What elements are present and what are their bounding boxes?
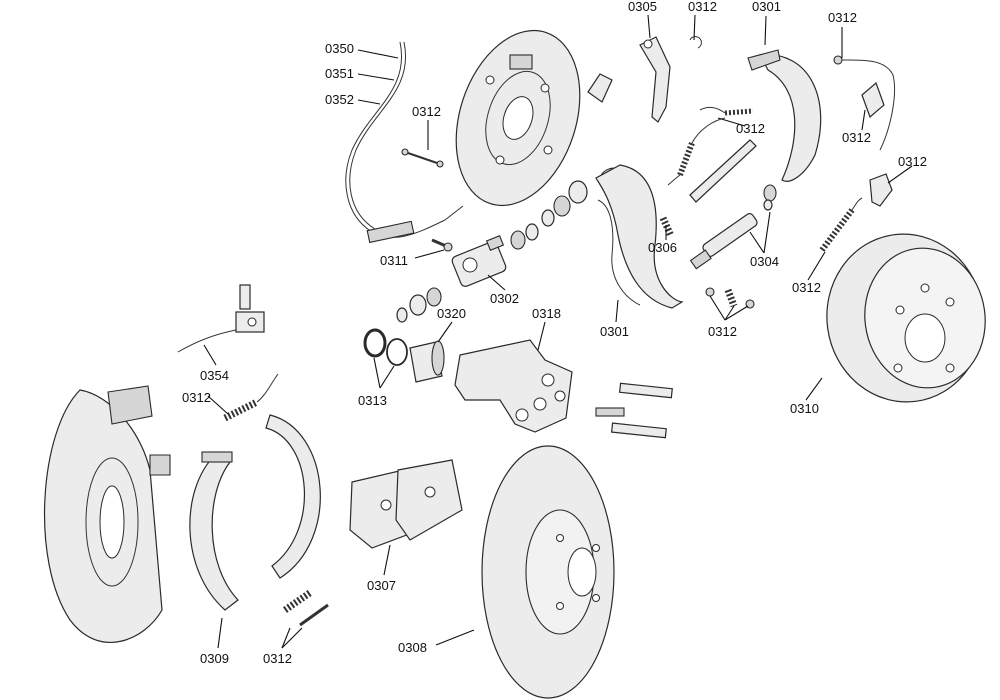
label-0312-bracket: 0312 (898, 154, 927, 169)
label-0312-pin: 0312 (412, 104, 441, 119)
caliper (454, 339, 573, 433)
label-0354: 0354 (200, 368, 229, 383)
adjuster-link (689, 139, 757, 203)
brake-drum (826, 233, 986, 403)
brake-disc (481, 445, 615, 699)
label-0310: 0310 (790, 401, 819, 416)
label-0309: 0309 (200, 651, 229, 666)
label-0312-holddown: 0312 (708, 324, 737, 339)
label-0301-middle: 0301 (600, 324, 629, 339)
brake-shoe-middle (595, 164, 684, 309)
label-0308: 0308 (398, 640, 427, 655)
brake-pads (349, 459, 463, 549)
label-0311: 0311 (380, 253, 408, 268)
label-0312-bottom: 0312 (263, 651, 292, 666)
label-0318: 0318 (532, 306, 561, 321)
label-0351: 0351 (325, 66, 354, 81)
wheel-cylinder (431, 235, 507, 287)
spring-left-adjuster (667, 117, 726, 186)
caliper-piston-seals (363, 328, 445, 383)
return-spring-top (699, 106, 754, 116)
label-0350: 0350 (325, 41, 354, 56)
caliper-hose (177, 284, 265, 353)
label-0312-clip: 0312 (842, 130, 871, 145)
label-0313: 0313 (358, 393, 387, 408)
springs-lower-left (223, 373, 329, 627)
label-0307: 0307 (367, 578, 396, 593)
backing-plate-top (455, 29, 581, 207)
small-bracket-top (587, 73, 613, 103)
part-labels: 0305 0312 0301 0312 0350 0351 0352 0312 … (182, 0, 927, 666)
label-0320: 0320 (437, 306, 466, 321)
brake-hose (345, 41, 464, 244)
label-0302: 0302 (490, 291, 519, 306)
adjusting-lever (639, 36, 702, 123)
label-0312-top: 0312 (688, 0, 717, 14)
dust-shield-lower-left (44, 385, 171, 643)
spring-0306 (659, 216, 675, 238)
label-0312-spring: 0312 (736, 121, 765, 136)
label-0312-right-spring: 0312 (792, 280, 821, 295)
label-0301-top: 0301 (752, 0, 781, 14)
label-0312-wire: 0312 (828, 10, 857, 25)
pin-0312 (401, 148, 444, 168)
label-0306: 0306 (648, 240, 677, 255)
hold-down-set (705, 287, 755, 309)
leader-lines (203, 14, 913, 649)
label-0312-lower-spring: 0312 (182, 390, 211, 405)
caliper-pins (595, 382, 673, 439)
label-0305: 0305 (628, 0, 657, 14)
label-0352: 0352 (325, 92, 354, 107)
right-small-parts (819, 55, 896, 252)
brake-shoe-top-right (747, 49, 822, 182)
parking-brake-shoes (189, 414, 321, 611)
adjuster-screw (689, 184, 777, 270)
label-0304: 0304 (750, 254, 779, 269)
